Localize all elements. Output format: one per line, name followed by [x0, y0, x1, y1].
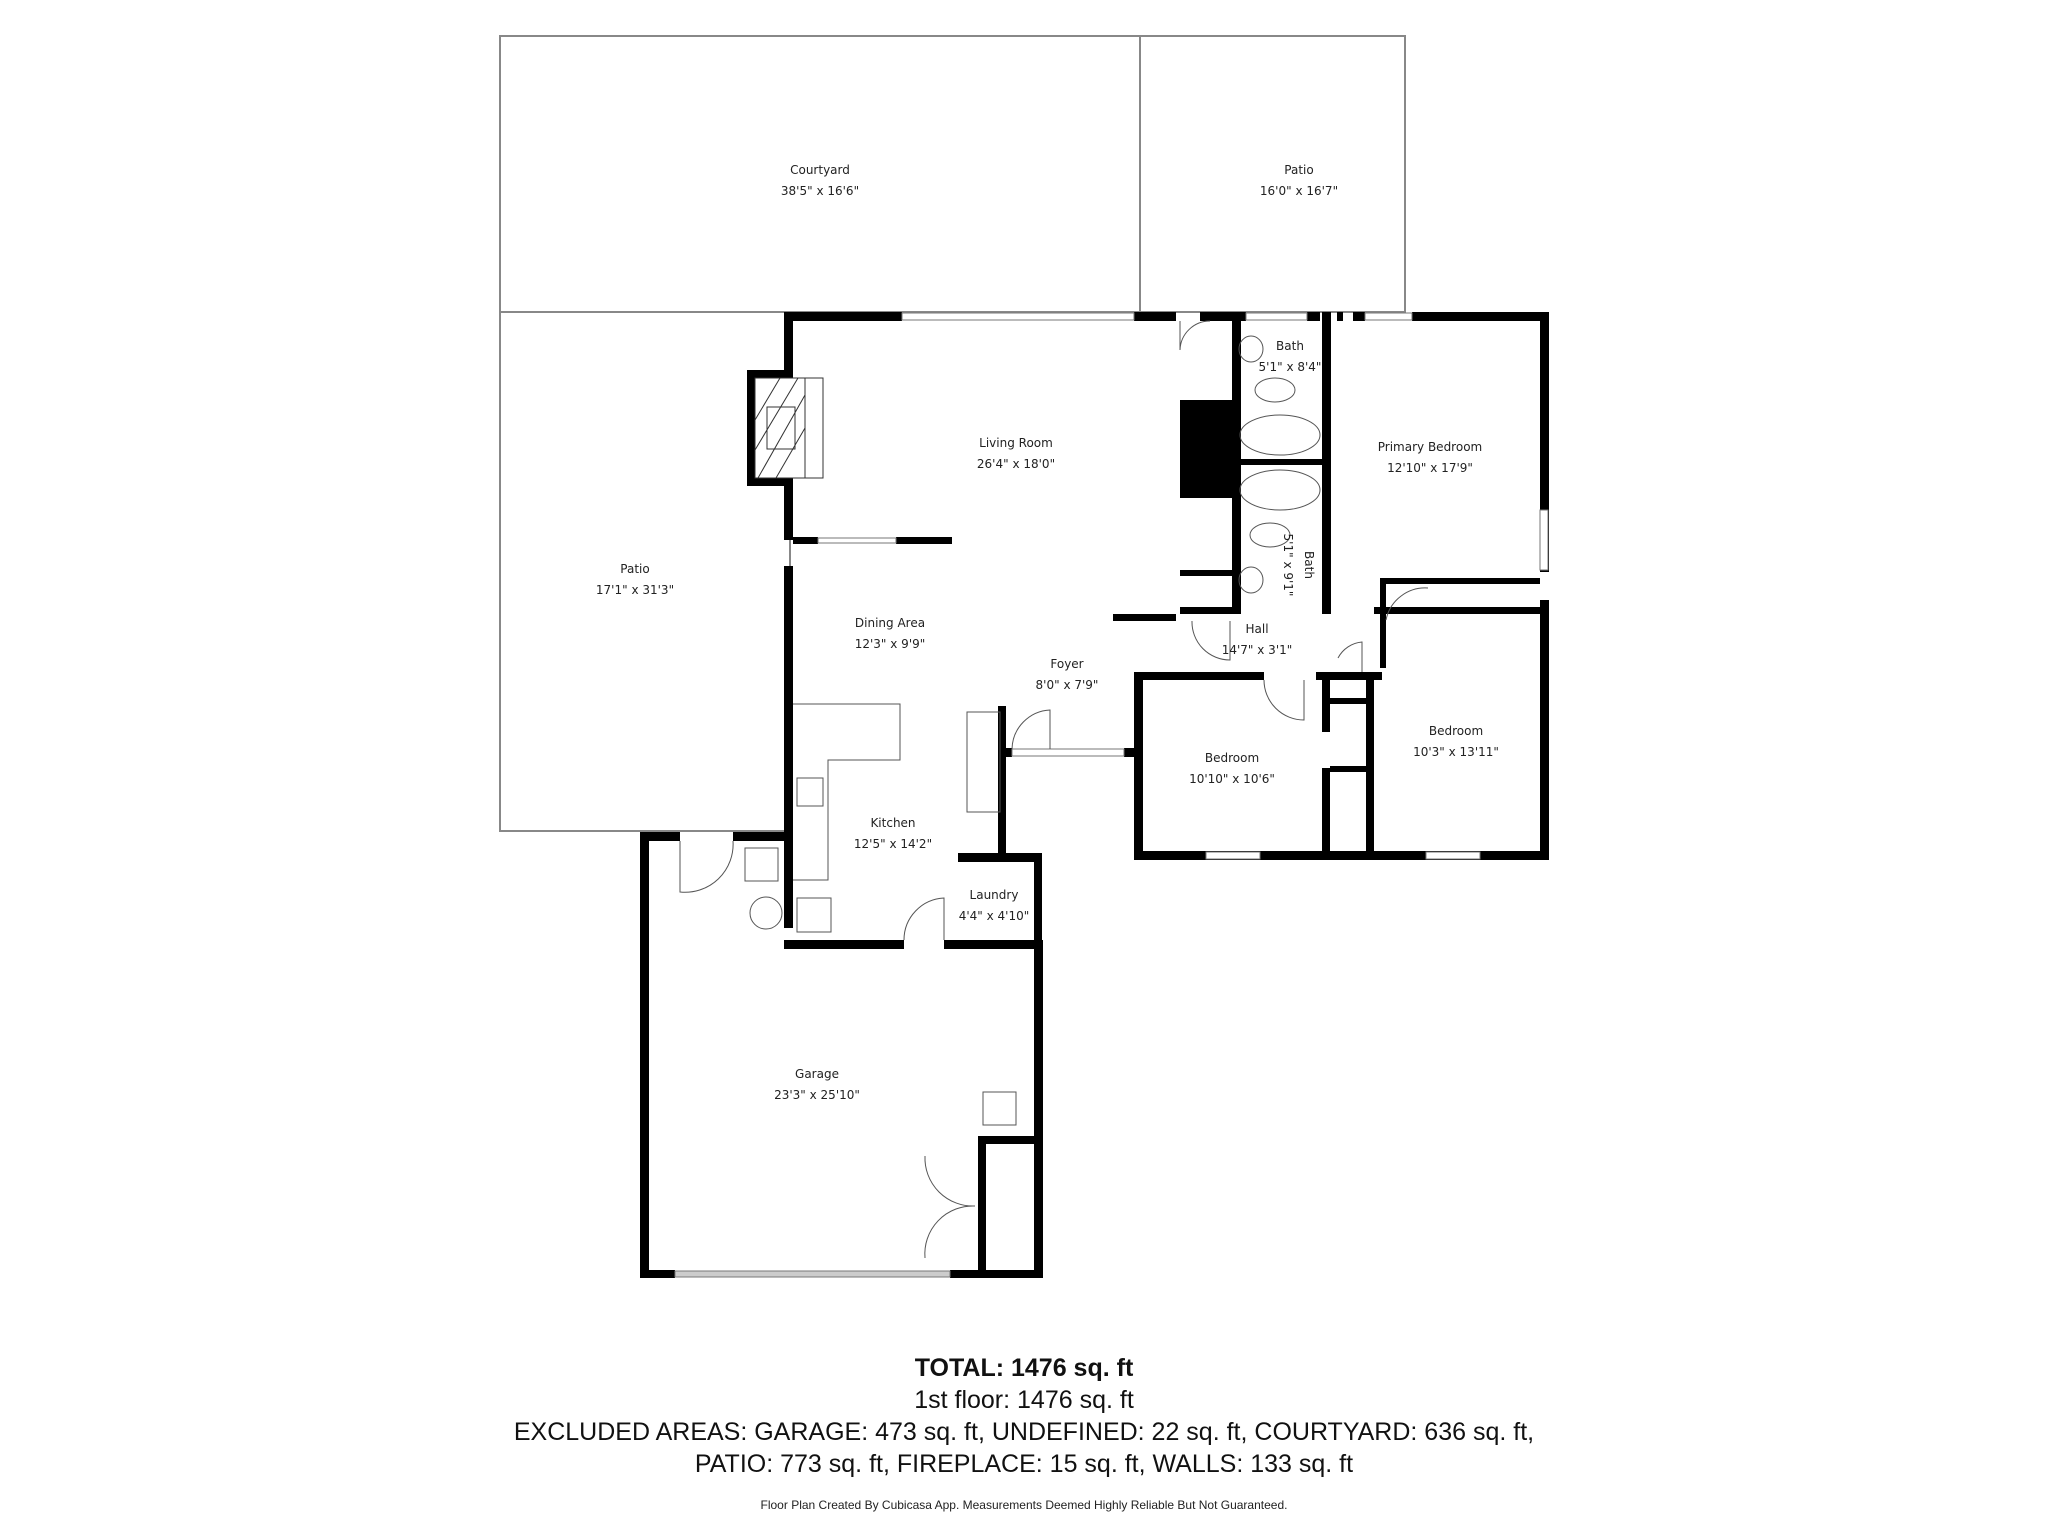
- room-name: Patio: [620, 562, 650, 576]
- room-garage: Garage 23'3" x 25'10": [774, 1064, 860, 1106]
- room-dims: 23'3" x 25'10": [774, 1088, 860, 1102]
- room-name: Garage: [795, 1067, 839, 1081]
- room-dims: 12'10" x 17'9": [1387, 461, 1473, 475]
- fixtures: [679, 320, 1429, 1259]
- room-name: Hall: [1245, 622, 1269, 636]
- windows: [674, 312, 1549, 1278]
- room-name: Bath: [1302, 551, 1316, 579]
- room-hall: Hall 14'7" x 3'1": [1222, 619, 1293, 661]
- room-name: Bath: [1276, 339, 1304, 353]
- room-foyer: Foyer 8'0" x 7'9": [1036, 654, 1099, 696]
- room-dims: 12'3" x 9'9": [854, 637, 926, 651]
- room-name: Foyer: [1050, 657, 1084, 671]
- room-dims: 4'4" x 4'10": [958, 909, 1030, 923]
- room-bath-2: Bath 5'1" x 9'1": [1277, 534, 1319, 597]
- room-name: Courtyard: [790, 163, 850, 177]
- room-dining-area: Dining Area 12'3" x 9'9": [855, 613, 926, 655]
- room-dims: 10'3" x 13'11": [1413, 745, 1499, 759]
- room-dims: 26'4" x 18'0": [976, 457, 1056, 471]
- room-name: Bedroom: [1204, 751, 1260, 765]
- room-dims: 5'1" x 9'1": [1281, 533, 1295, 597]
- room-dims: 14'7" x 3'1": [1221, 643, 1293, 657]
- room-bath-1: Bath 5'1" x 8'4": [1259, 336, 1322, 378]
- room-dims: 16'0" x 16'7": [1259, 184, 1339, 198]
- room-name: Living Room: [979, 436, 1053, 450]
- floor-area: 1st floor: 1476 sq. ft: [914, 1386, 1134, 1414]
- room-patio-top: Patio 16'0" x 16'7": [1260, 160, 1338, 202]
- room-name: Kitchen: [870, 816, 916, 830]
- room-patio-left: Patio 17'1" x 31'3": [596, 559, 674, 601]
- room-name: Patio: [1284, 163, 1314, 177]
- room-bedroom-2: Bedroom 10'3" x 13'11": [1413, 721, 1499, 763]
- patio-top-outline: [1139, 35, 1406, 313]
- excluded-areas-line-1: EXCLUDED AREAS: GARAGE: 473 sq. ft, UNDE…: [513, 1418, 1535, 1446]
- exterior-areas: [499, 35, 1406, 832]
- area-summary: TOTAL: 1476 sq. ft 1st floor: 1476 sq. f…: [0, 1352, 2048, 1512]
- room-name: Bedroom: [1428, 724, 1484, 738]
- room-courtyard: Courtyard 38'5" x 16'6": [781, 160, 859, 202]
- fireplace: [754, 377, 824, 479]
- room-dims: 12'5" x 14'2": [853, 837, 933, 851]
- room-dims: 17'1" x 31'3": [595, 583, 675, 597]
- total-area: TOTAL: 1476 sq. ft: [914, 1354, 1134, 1382]
- room-dims: 8'0" x 7'9": [1035, 678, 1099, 692]
- room-name: Laundry: [969, 888, 1019, 902]
- room-kitchen: Kitchen 12'5" x 14'2": [854, 813, 932, 855]
- room-dims: 10'10" x 10'6": [1189, 772, 1275, 786]
- room-name: Primary Bedroom: [1377, 440, 1483, 454]
- room-dims: 5'1" x 8'4": [1258, 360, 1322, 374]
- room-name: Dining Area: [854, 616, 926, 630]
- excluded-areas-line-2: PATIO: 773 sq. ft, FIREPLACE: 15 sq. ft,…: [694, 1450, 1354, 1478]
- credit-note: Floor Plan Created By Cubicasa App. Meas…: [760, 1498, 1288, 1512]
- room-primary-bedroom: Primary Bedroom 12'10" x 17'9": [1378, 437, 1482, 479]
- room-laundry: Laundry 4'4" x 4'10": [959, 885, 1030, 927]
- room-bedroom-1: Bedroom 10'10" x 10'6": [1189, 748, 1275, 790]
- room-dims: 38'5" x 16'6": [780, 184, 860, 198]
- room-living-room: Living Room 26'4" x 18'0": [977, 433, 1055, 475]
